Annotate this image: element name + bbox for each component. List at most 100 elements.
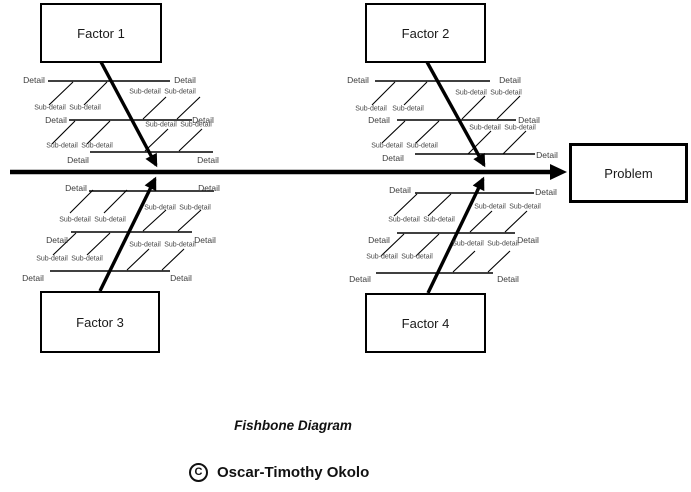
subdetail-label: Sub-detail — [129, 88, 161, 96]
subdetail-label: Sub-detail — [469, 124, 501, 132]
detail-label: Detail — [22, 272, 44, 283]
detail-label: Detail — [368, 114, 390, 125]
detail-label: Detail — [497, 273, 519, 284]
spine-arrowhead — [550, 164, 567, 180]
subdetail-bone-line — [403, 81, 428, 106]
detail-label: Detail — [170, 272, 192, 283]
subdetail-label: Sub-detail — [81, 142, 113, 150]
detail-label: Detail — [535, 186, 557, 197]
subdetail-label: Sub-detail — [474, 203, 506, 211]
detail-label: Detail — [65, 182, 87, 193]
subdetail-label: Sub-detail — [179, 204, 211, 212]
subdetail-bone-line — [415, 233, 440, 257]
subdetail-bone-line — [69, 189, 94, 214]
factor2-label: Factor 2 — [401, 25, 450, 41]
subdetail-bone-line — [177, 209, 202, 232]
subdetail-bone-line — [126, 248, 150, 271]
detail-label: Detail — [174, 74, 196, 85]
detail-label: Detail — [368, 234, 390, 245]
subdetail-bone-line — [380, 233, 405, 257]
subdetail-bone-line — [142, 96, 167, 120]
subdetail-bone-line — [415, 120, 440, 144]
copyright-symbol: C — [194, 466, 203, 478]
detail-label: Detail — [382, 152, 404, 163]
factor1-arrow — [99, 61, 158, 168]
subdetail-label: Sub-detail — [392, 105, 424, 113]
factor1-label: Factor 1 — [77, 25, 125, 41]
subdetail-bone-line — [86, 232, 111, 256]
detail-label: Detail — [23, 74, 45, 85]
subdetail-bone-line — [393, 193, 418, 217]
subdetail-bone-line — [142, 209, 167, 232]
credit-author: Oscar-Timothy Okolo — [217, 464, 370, 481]
detail-label: Detail — [46, 234, 68, 245]
factor4-box: Factor 4 — [365, 293, 486, 353]
subdetail-label: Sub-detail — [406, 142, 438, 150]
subdetail-label: Sub-detail — [371, 142, 403, 150]
detail-label: Detail — [197, 154, 219, 165]
subdetail-bone-line — [103, 189, 128, 214]
subdetail-bone-line — [48, 81, 74, 106]
subdetail-bone-line — [51, 120, 76, 145]
factor1-box: Factor 1 — [40, 3, 162, 63]
subdetail-bone-line — [467, 130, 492, 155]
credit-line: C Oscar-Timothy Okolo — [189, 463, 369, 482]
detail-label: Detail — [518, 114, 540, 125]
subdetail-label: Sub-detail — [487, 240, 519, 248]
subdetail-bone-line — [381, 120, 406, 144]
subdetail-label: Sub-detail — [490, 89, 522, 97]
detail-label: Detail — [499, 74, 521, 85]
subdetail-label: Sub-detail — [145, 121, 177, 129]
subdetail-label: Sub-detail — [46, 142, 78, 150]
subdetail-label: Sub-detail — [455, 89, 487, 97]
problem-box: Problem — [569, 143, 688, 203]
subdetail-bone-line — [83, 81, 108, 106]
factor3-box: Factor 3 — [40, 291, 160, 353]
factor4-label: Factor 4 — [401, 315, 450, 331]
subdetail-label: Sub-detail — [423, 216, 455, 224]
subdetail-label: Sub-detail — [59, 216, 91, 224]
subdetail-label: Sub-detail — [34, 104, 66, 112]
subdetail-bone-line — [144, 128, 169, 152]
subdetail-label: Sub-detail — [36, 255, 68, 263]
problem-label: Problem — [604, 165, 653, 181]
factor2-box: Factor 2 — [365, 3, 486, 63]
subdetail-label: Sub-detail — [69, 104, 101, 112]
factor4-arrow — [426, 176, 485, 294]
diagram-title: Fishbone Diagram — [234, 418, 352, 433]
subdetail-label: Sub-detail — [388, 216, 420, 224]
subdetail-bone-line — [427, 193, 452, 217]
subdetail-bone-line — [504, 210, 528, 233]
subdetail-label: Sub-detail — [401, 253, 433, 261]
detail-label: Detail — [45, 114, 67, 125]
subdetail-label: Sub-detail — [509, 203, 541, 211]
detail-label: Detail — [517, 234, 539, 245]
subdetail-label: Sub-detail — [164, 241, 196, 249]
detail-label: Detail — [347, 74, 369, 85]
subdetail-label: Sub-detail — [164, 88, 196, 96]
subdetail-bone-line — [52, 232, 77, 256]
subdetail-bone-line — [469, 210, 493, 233]
subdetail-label: Sub-detail — [504, 124, 536, 132]
copyright-icon: C — [189, 463, 208, 482]
detail-label: Detail — [198, 182, 220, 193]
subdetail-bone-line — [502, 130, 527, 155]
subdetail-label: Sub-detail — [94, 216, 126, 224]
subdetail-bone-line — [461, 95, 486, 120]
detail-label: Detail — [194, 234, 216, 245]
subdetail-bone-line — [487, 250, 511, 273]
detail-label: Detail — [67, 154, 89, 165]
subdetail-bone-line — [496, 95, 521, 120]
factor3-arrow — [98, 176, 157, 292]
subdetail-label: Sub-detail — [129, 241, 161, 249]
factor3-label: Factor 3 — [76, 314, 124, 330]
subdetail-label: Sub-detail — [180, 121, 212, 129]
subdetail-label: Sub-detail — [452, 240, 484, 248]
detail-label: Detail — [389, 184, 411, 195]
subdetail-bone-line — [371, 81, 396, 106]
subdetail-label: Sub-detail — [71, 255, 103, 263]
subdetail-label: Sub-detail — [366, 253, 398, 261]
